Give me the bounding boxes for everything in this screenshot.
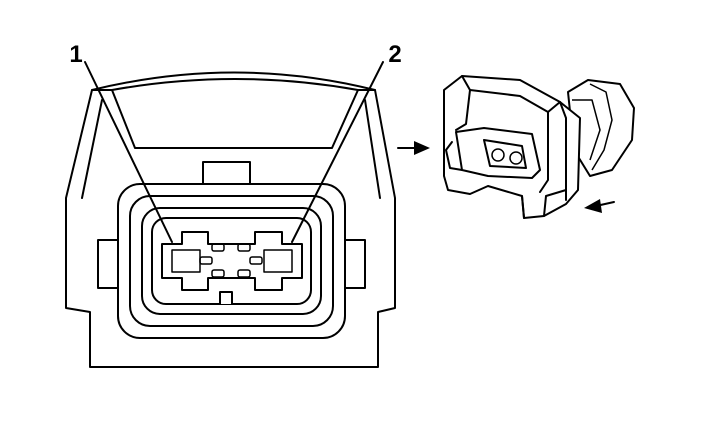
housing-inner-left — [81, 99, 103, 199]
iso-latch-edge — [455, 89, 471, 131]
iso-pin-block — [483, 139, 527, 169]
boot-ridge — [572, 99, 601, 161]
housing-inner-right — [364, 99, 381, 199]
pin-2-contact — [263, 249, 293, 273]
key-slot — [219, 291, 233, 304]
mating-face-inner-1 — [129, 195, 334, 327]
pin-1-label: 1 — [69, 41, 82, 68]
arrow-left-icon — [584, 199, 615, 213]
center-pad — [211, 243, 225, 252]
side-ear-left — [97, 239, 121, 289]
mating-face-frame — [117, 183, 346, 339]
connector-iso-view — [397, 75, 635, 219]
arrow-right-icon — [397, 141, 430, 155]
iso-latch — [461, 75, 561, 113]
connector-front-view: 1 2 — [65, 41, 402, 368]
iso-flange — [521, 189, 567, 219]
pin-1-leader — [84, 61, 173, 243]
center-pad — [199, 256, 213, 265]
center-pad — [211, 269, 225, 278]
pin-2-label: 2 — [388, 41, 401, 68]
iso-pin-hole — [509, 151, 523, 165]
center-pad — [237, 243, 251, 252]
iso-pin-hole — [491, 148, 505, 162]
latch-tab — [202, 161, 251, 187]
pin-1-contact — [171, 249, 201, 273]
housing-top-cap — [111, 78, 359, 149]
center-pad — [249, 256, 263, 265]
side-ear-right — [342, 239, 366, 289]
pin-2-leader — [291, 61, 384, 243]
center-pad — [237, 269, 251, 278]
boot-ridge — [589, 83, 613, 171]
iso-side-tab — [445, 141, 463, 171]
housing-outline — [65, 71, 396, 368]
terminal-cavity — [161, 231, 303, 291]
iso-body-edge — [559, 101, 567, 201]
mating-face-inner-2 — [141, 207, 322, 315]
iso-body-edge — [539, 111, 549, 193]
